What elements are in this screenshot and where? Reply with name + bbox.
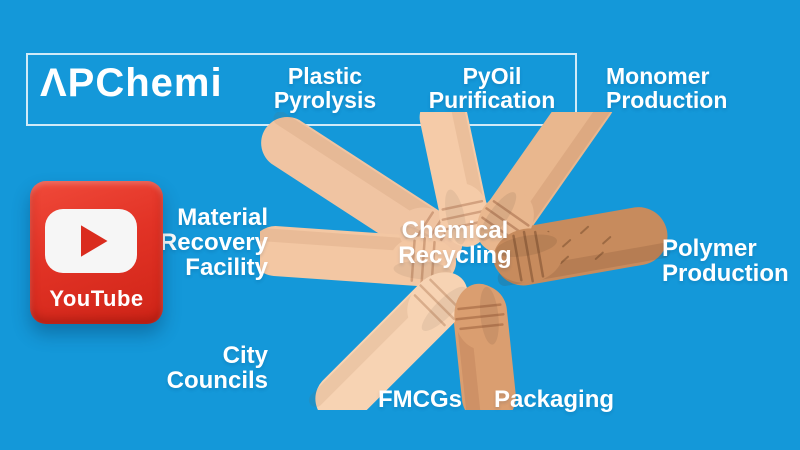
label-city-councils: City Councils: [166, 342, 268, 394]
label-material-recovery-facility: Material Recovery Facility: [159, 204, 268, 281]
label-chemical-recycling: Chemical Recycling: [398, 217, 512, 269]
fist-down: [454, 283, 507, 350]
label-fmcgs: FMCGs: [378, 386, 462, 413]
brand-logo: ΛPChemi: [40, 61, 223, 105]
youtube-badge[interactable]: YouTube: [30, 181, 163, 324]
fist-right: [493, 228, 563, 283]
label-packaging: Packaging: [493, 386, 615, 413]
youtube-play-icon: [45, 209, 137, 273]
youtube-label: YouTube: [49, 286, 144, 311]
label-pyoil-purification: PyOil Purification: [428, 63, 556, 113]
play-triangle-icon: [80, 225, 108, 257]
label-monomer-production: Monomer Production: [606, 63, 728, 113]
fist-down-left: [407, 272, 468, 333]
label-polymer-production: Polymer Production: [662, 235, 789, 287]
hands-unity-illustration: [260, 112, 671, 410]
label-plastic-pyrolysis: Plastic Pyrolysis: [273, 63, 377, 113]
